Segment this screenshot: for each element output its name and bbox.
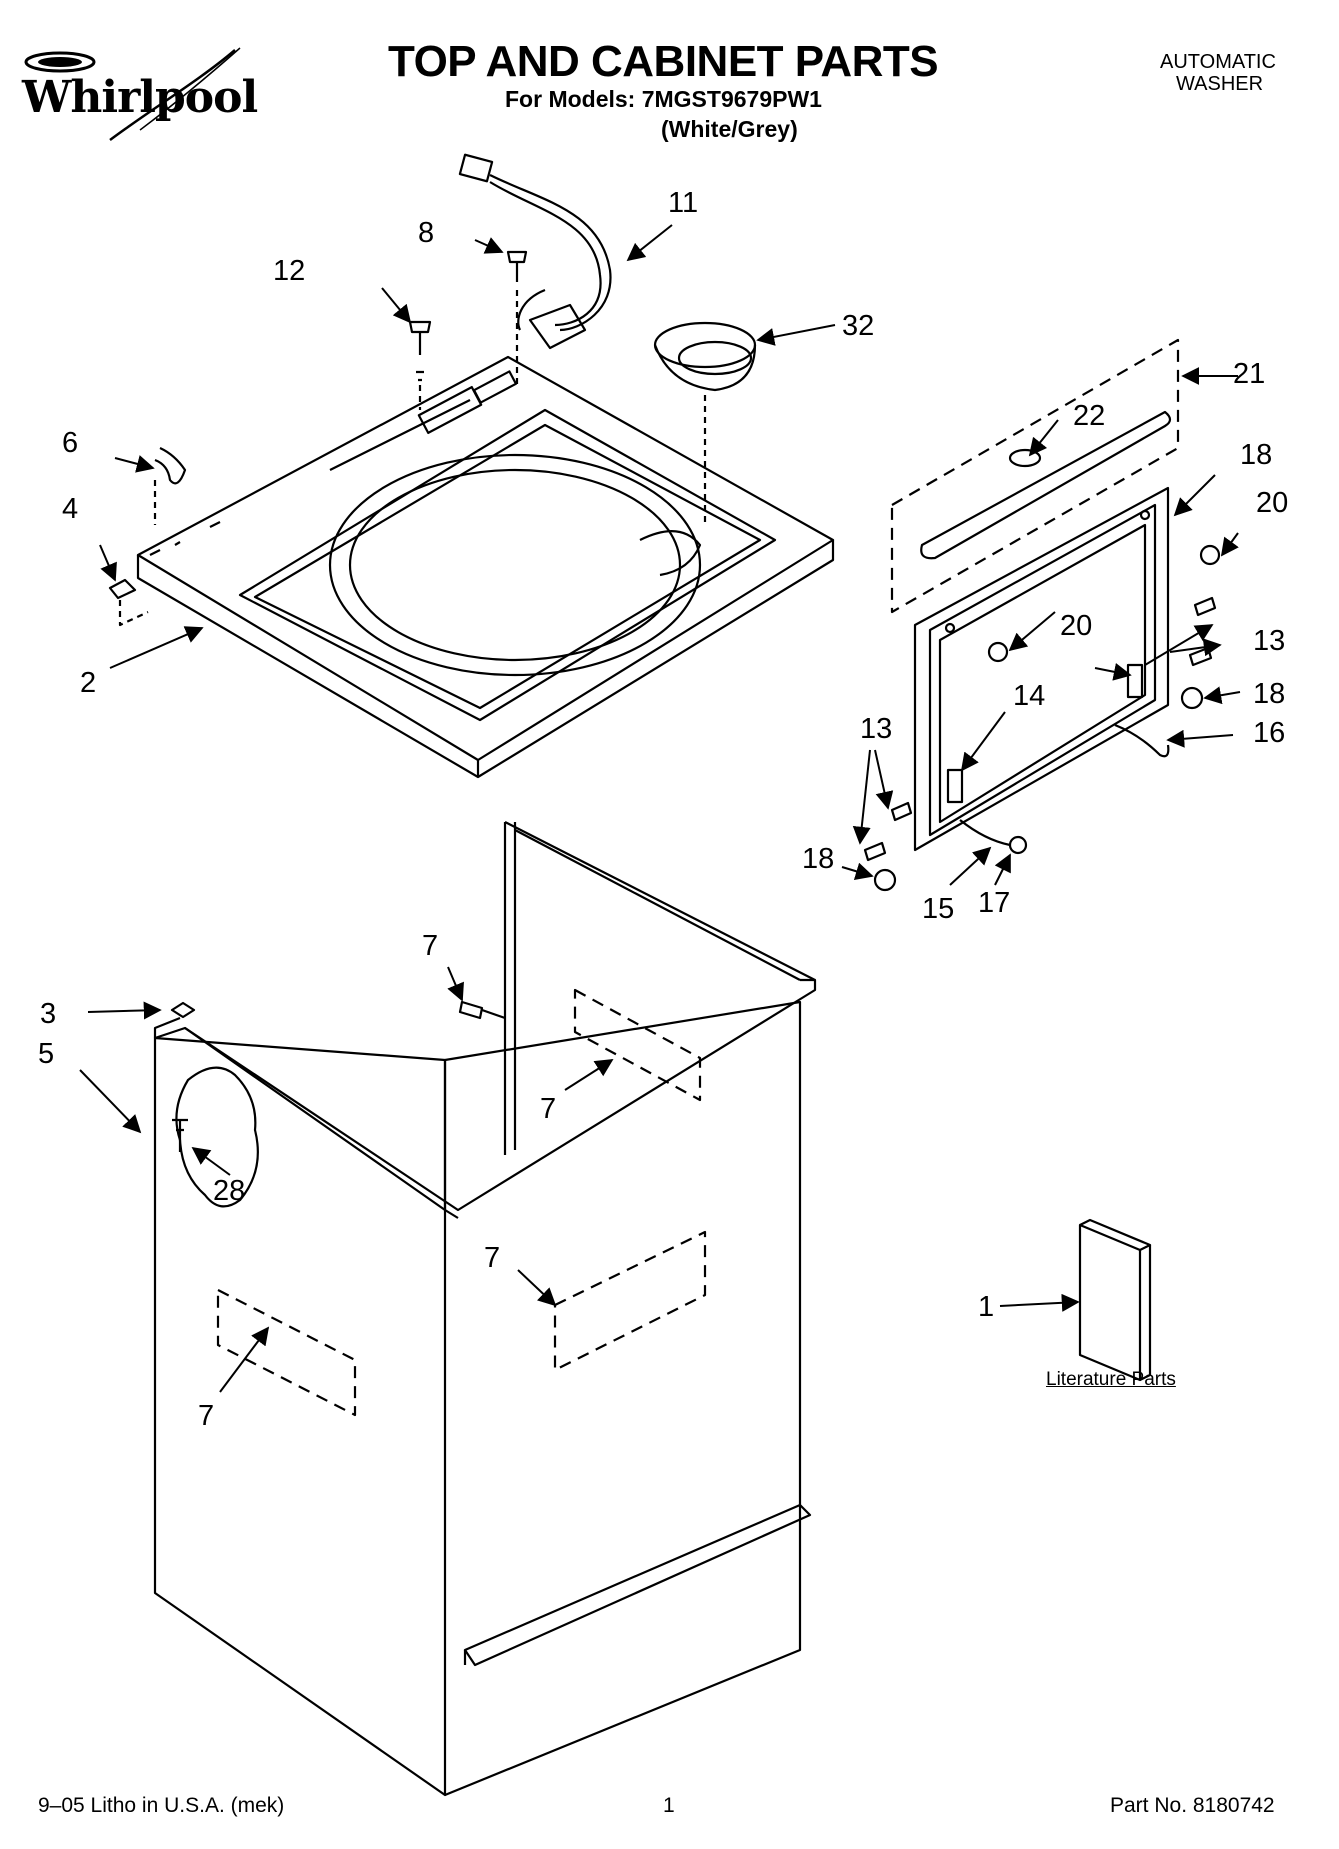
part-32-dispenser-cup [653, 321, 757, 525]
callout-17: 17 [978, 887, 1010, 919]
whirlpool-logo [0, 40, 260, 150]
models-line: For Models: 7MGST9679PW1 [505, 86, 822, 112]
callout-11: 11 [668, 187, 698, 219]
callout-18-right: 18 [1253, 678, 1285, 710]
callout-21: 21 [1233, 358, 1265, 390]
callout-22: 22 [1073, 400, 1105, 432]
callout-7-right: 7 [484, 1242, 500, 1274]
callout-3: 3 [40, 998, 56, 1030]
callout-32: 32 [842, 310, 874, 342]
appliance-type-line2: WASHER [1176, 73, 1264, 95]
callout-13-right: 13 [1253, 625, 1285, 657]
callout-16: 16 [1253, 717, 1285, 749]
callout-18-left: 18 [802, 843, 834, 875]
footer-litho: 9–05 Litho in U.S.A. (mek) [38, 1794, 285, 1817]
part-12-screw [408, 320, 432, 410]
appliance-type-line1: AUTOMATIC [1160, 51, 1276, 73]
washer-top-panel [136, 355, 835, 779]
callout-28: 28 [213, 1175, 245, 1207]
callout-8: 8 [418, 217, 434, 249]
part-6-clip [154, 447, 187, 485]
callout-1: 1 [978, 1291, 994, 1323]
callout-19: 18 [1240, 439, 1272, 471]
callout-20-mid: 20 [1060, 610, 1092, 642]
callout-15: 15 [922, 893, 954, 925]
callout-12: 12 [273, 255, 305, 287]
callout-4: 4 [62, 493, 78, 525]
callout-6: 6 [62, 427, 78, 459]
callout-5: 5 [38, 1038, 54, 1070]
logo-wordmark: Whirlpool [22, 72, 258, 123]
literature-booklet [1078, 1218, 1152, 1382]
callout-20-top: 20 [1256, 487, 1288, 519]
page-title: TOP AND CABINET PARTS [388, 37, 939, 86]
callout-2: 2 [80, 667, 96, 699]
logo-swoosh-icon [24, 47, 241, 142]
callout-7-back: 7 [540, 1093, 556, 1125]
callout-14-right: 14 [1013, 680, 1045, 712]
part-11-lid-switch [458, 153, 612, 350]
lid-assembly [863, 338, 1221, 892]
callout-13-left: 13 [860, 713, 892, 745]
footer-part-number: Part No. 8180742 [1110, 1794, 1275, 1817]
leader-arrows [79, 224, 1241, 1393]
washer-cabinet [153, 821, 817, 1797]
callout-7-left: 7 [198, 1400, 214, 1432]
color-line: (White/Grey) [661, 116, 798, 142]
footer-page-number: 1 [663, 1794, 675, 1817]
callout-labels: 12 8 11 32 6 4 2 21 22 18 20 20 13 14 18… [38, 187, 1288, 1432]
literature-parts-label: Literature Parts [1046, 1369, 1176, 1390]
callout-9: 7 [422, 930, 438, 962]
part-8-screw [506, 250, 528, 385]
part-4-clip [108, 578, 137, 600]
